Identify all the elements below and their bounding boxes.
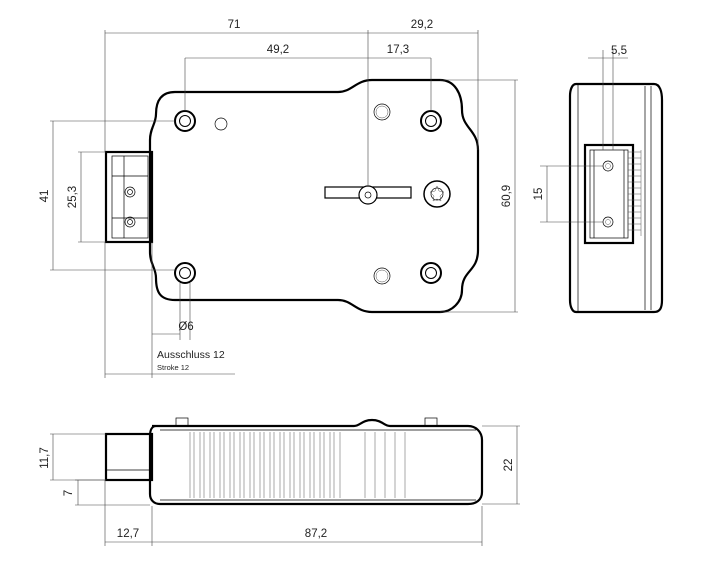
dim-hole-diameter: Ø6 [178,321,193,333]
rivet-bottom [373,267,391,285]
dim-bolt-height: 25,3 [67,186,79,208]
side-hole-top [602,160,614,172]
bolt-hole-bottom [124,216,136,228]
mounting-hole-top-right [420,110,442,132]
dim-overall-height: 60,9 [501,185,513,207]
bottom-dimension-lines [50,425,520,546]
side-ribs [628,150,642,236]
side-dimension-lines [540,50,628,223]
bolt-inner [111,155,149,239]
bottom-body-outline [148,418,484,506]
side-body-outline [568,82,664,314]
side-bolt-plate [583,143,635,245]
dim-side-hole-spacing: 15 [533,188,545,201]
bolt-hole-top [124,186,136,198]
mounting-hole-bottom-right [420,262,442,284]
bottom-ribs [189,432,406,498]
dim-hole-spacing: 49,2 [267,44,289,56]
dim-side-width: 5,5 [611,45,627,57]
dim-right-offset: 29,2 [411,19,433,31]
bottom-bolt [104,432,154,482]
dim-height-left: 41 [39,190,51,203]
bolt [104,150,154,244]
dim-overall-width: 71 [228,19,241,31]
rivet-top [373,103,391,121]
side-view: 5,5 15 [533,45,664,314]
front-view: 71 29,2 49,2 17,3 41 25,3 60,9 Ø6 Aussch… [39,19,518,378]
dim-total-height: 22 [503,459,515,472]
front-dimension-lines [50,30,518,378]
lock-body-outline [148,78,480,314]
label-stroke-de: Ausschluss 12 [157,349,225,361]
dim-bolt-length: 12,7 [117,528,139,540]
label-stroke-en: Stroke 12 [157,363,189,372]
mounting-hole-top-left [174,110,196,132]
mounting-hole-bottom-left [174,262,196,284]
dim-bottom-height-a: 11,7 [39,447,51,469]
rivet-small [214,117,228,131]
dim-body-length: 87,2 [305,528,327,540]
bottom-view: 11,7 7 22 12,7 87,2 [39,417,520,546]
dim-bottom-height-b: 7 [63,490,75,496]
side-hole-bottom [602,216,614,228]
dim-keyhole-offset: 17,3 [387,44,409,56]
star-socket [423,180,451,208]
